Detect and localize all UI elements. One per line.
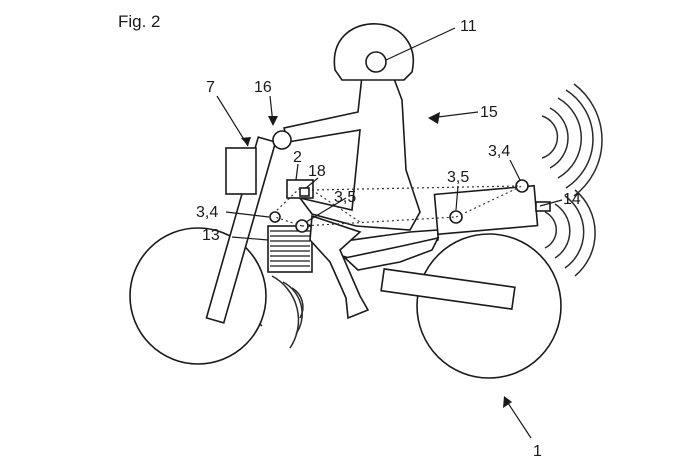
reference-leader-lines [216,27,563,439]
ref-label-3-4-front: 3,4 [196,204,218,221]
seat-frame [343,236,440,271]
ref-label-16: 16 [254,79,272,96]
dashboard-component-7 [225,147,257,195]
ref-label-1: 1 [533,443,542,460]
helmet-sensor [365,51,387,73]
engine-block [267,225,313,273]
rear-upper-wave-emission [541,83,603,197]
ref-label-15: 15 [480,104,498,121]
ref-label-18: 18 [308,163,326,180]
ref-label-3-4-rear: 3,4 [488,143,510,160]
rear-tail-lamp [535,201,551,212]
sensor-rear-3-4 [515,179,529,193]
ref-label-3-5-front: 3,5 [334,189,356,206]
handlebar-grip-16 [272,130,292,150]
ref-label-13: 13 [202,227,220,244]
module-18 [299,187,310,197]
rear-lower-wave-emission [544,189,596,277]
ref-label-7: 7 [206,79,215,96]
leader-arrowheads [241,112,512,408]
sensor-front-3-4 [269,211,281,223]
ref-label-3-5-rear: 3,5 [447,169,469,186]
rider-leg [309,214,370,320]
signal-connections [274,185,523,227]
front-fork [205,136,277,324]
swingarm [380,268,516,310]
ref-label-14: 14 [563,191,581,208]
ref-label-2: 2 [293,149,302,166]
ref-label-11: 11 [460,18,477,35]
rear-component-14 [433,184,539,236]
figure-caption: Fig. 2 [118,12,161,31]
